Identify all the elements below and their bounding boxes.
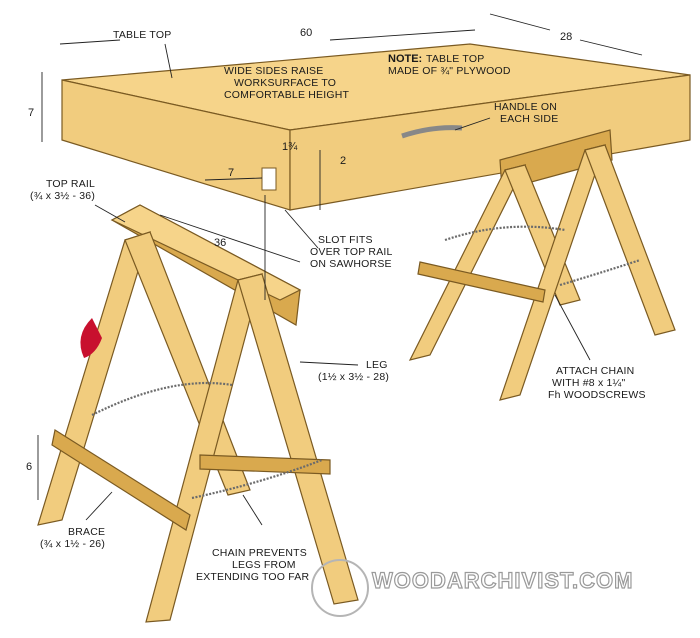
label-handle-2: EACH SIDE bbox=[500, 113, 558, 125]
label-attach-3: Fh WOODSCREWS bbox=[548, 389, 646, 401]
label-note-1: TABLE TOP bbox=[426, 53, 484, 65]
red-accent bbox=[80, 318, 102, 358]
label-attach-2: WITH #8 x 1¼" bbox=[552, 377, 626, 389]
label-chain-2: LEGS FROM bbox=[232, 559, 296, 571]
label-dim-6: 6 bbox=[26, 461, 32, 473]
left-chain-1 bbox=[91, 381, 233, 416]
label-slot-1: SLOT FITS bbox=[318, 234, 373, 246]
label-top-rail-2: (¾ x 3½ - 36) bbox=[30, 190, 95, 202]
label-dim-36: 36 bbox=[214, 237, 226, 249]
label-dim-2: 2 bbox=[340, 155, 346, 167]
right-chain-1 bbox=[444, 225, 566, 242]
label-attach-1: ATTACH CHAIN bbox=[556, 365, 634, 377]
left-brace-front bbox=[51, 429, 191, 531]
right-chain-2 bbox=[559, 258, 641, 287]
right-leg-4 bbox=[584, 144, 676, 336]
watermark-text: WOODARCHIVIST.COM bbox=[372, 568, 633, 593]
label-top-rail-1: TOP RAIL bbox=[46, 178, 95, 190]
label-dim-28: 28 bbox=[560, 31, 572, 43]
handle bbox=[401, 125, 463, 139]
slot-notch bbox=[261, 167, 277, 191]
table-top-long-side bbox=[289, 74, 691, 211]
label-dim-7-slot: 7 bbox=[228, 167, 234, 179]
right-brace bbox=[417, 261, 546, 303]
label-leg-1: LEG bbox=[366, 359, 388, 371]
label-dim-1-3-4: 1¾ bbox=[282, 141, 298, 153]
watermark-logo-icon bbox=[311, 559, 369, 617]
label-dim-60: 60 bbox=[300, 27, 312, 39]
label-brace-1: BRACE bbox=[68, 526, 105, 538]
label-dim-7-height: 7 bbox=[28, 107, 34, 119]
label-wide-sides-2: WORKSURFACE TO bbox=[234, 77, 336, 89]
sawhorse-right bbox=[408, 129, 676, 401]
label-chain-3: EXTENDING TOO FAR bbox=[196, 571, 309, 583]
left-chain-2 bbox=[191, 458, 323, 500]
label-note-2: MADE OF ¾" PLYWOOD bbox=[388, 65, 511, 77]
label-slot-3: ON SAWHORSE bbox=[310, 258, 392, 270]
label-leg-2: (1½ x 3½ - 28) bbox=[318, 371, 389, 383]
label-wide-sides-1: WIDE SIDES RAISE bbox=[224, 65, 323, 77]
label-slot-2: OVER TOP RAIL bbox=[310, 246, 393, 258]
label-chain-1: CHAIN PREVENTS bbox=[212, 547, 307, 559]
label-note-bold: NOTE: bbox=[388, 53, 422, 65]
leaders bbox=[37, 13, 643, 526]
sawhorse-left bbox=[37, 204, 359, 623]
watermark: WOODARCHIVIST.COM bbox=[311, 559, 633, 617]
label-handle-1: HANDLE ON bbox=[494, 101, 557, 113]
table-top bbox=[61, 43, 691, 211]
left-leg-4 bbox=[237, 273, 359, 605]
label-brace-2: (¾ x 1½ - 26) bbox=[40, 538, 105, 550]
label-table-top: TABLE TOP bbox=[113, 29, 171, 41]
label-wide-sides-3: COMFORTABLE HEIGHT bbox=[224, 89, 350, 101]
right-leg-1 bbox=[408, 164, 527, 361]
